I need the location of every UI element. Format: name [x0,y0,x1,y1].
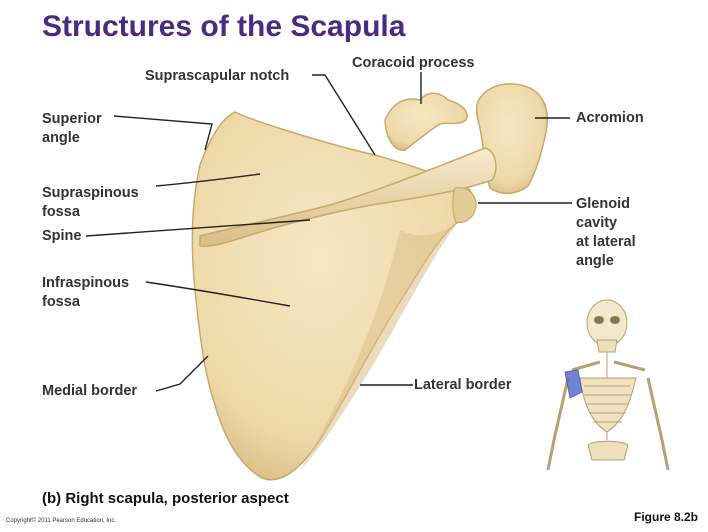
copyright-notice: Copyright© 2011 Pearson Education, Inc. [6,518,117,524]
clavicles [571,360,646,372]
lateral-shading [300,222,458,470]
left-arm-bone [546,377,570,471]
coracoid-process [384,92,468,151]
label-acromion: Acromion [576,110,644,126]
pelvis [587,440,629,461]
label-supraspinous-line1: Supraspinous [42,185,139,201]
scapular-spine [199,147,497,248]
figure-caption: (b) Right scapula, posterior aspect [42,490,289,507]
label-glenoid-cavity: Glenoid cavity at lateral angle [576,195,636,271]
label-superior-angle: Superior angle [42,110,102,148]
right-arm-bone [646,377,670,471]
label-lateral-border: Lateral border [414,377,512,393]
leader-medial-border [155,355,209,392]
page-title: Structures of the Scapula [42,10,406,43]
label-infraspinous-line1: Infraspinous [42,275,130,291]
rib-cage [579,377,637,433]
leader-suprascapular-notch [312,74,376,156]
leader-supraspinous [155,173,261,187]
leader-spine [85,219,311,237]
skeleton-thumbnail [546,299,670,471]
scapula-highlight [564,369,583,399]
glenoid-cavity [452,187,477,223]
skull [586,299,628,347]
leader-infraspinous [145,281,291,307]
label-coracoid-process: Coracoid process [352,55,475,71]
leader-lines [85,72,572,392]
label-supraspinous-line2: fossa [42,204,80,220]
label-superior-angle-line2: angle [42,130,80,146]
label-supraspinous-fossa: Supraspinous fossa [42,184,139,222]
label-superior-angle-line1: Superior [42,111,102,127]
label-infraspinous-line2: fossa [42,294,80,310]
label-glenoid-line1: Glenoid [576,196,630,212]
label-glenoid-line3: at lateral [576,234,636,250]
figure-reference: Figure 8.2b [634,510,699,524]
label-medial-border: Medial border [42,383,138,399]
label-infraspinous-fossa: Infraspinous fossa [42,274,129,312]
label-glenoid-line4: angle [576,253,614,269]
label-spine: Spine [42,228,82,244]
label-suprascapular-notch: Suprascapular notch [145,68,290,84]
leader-superior-angle [113,115,213,151]
label-glenoid-line2: cavity [576,215,618,231]
